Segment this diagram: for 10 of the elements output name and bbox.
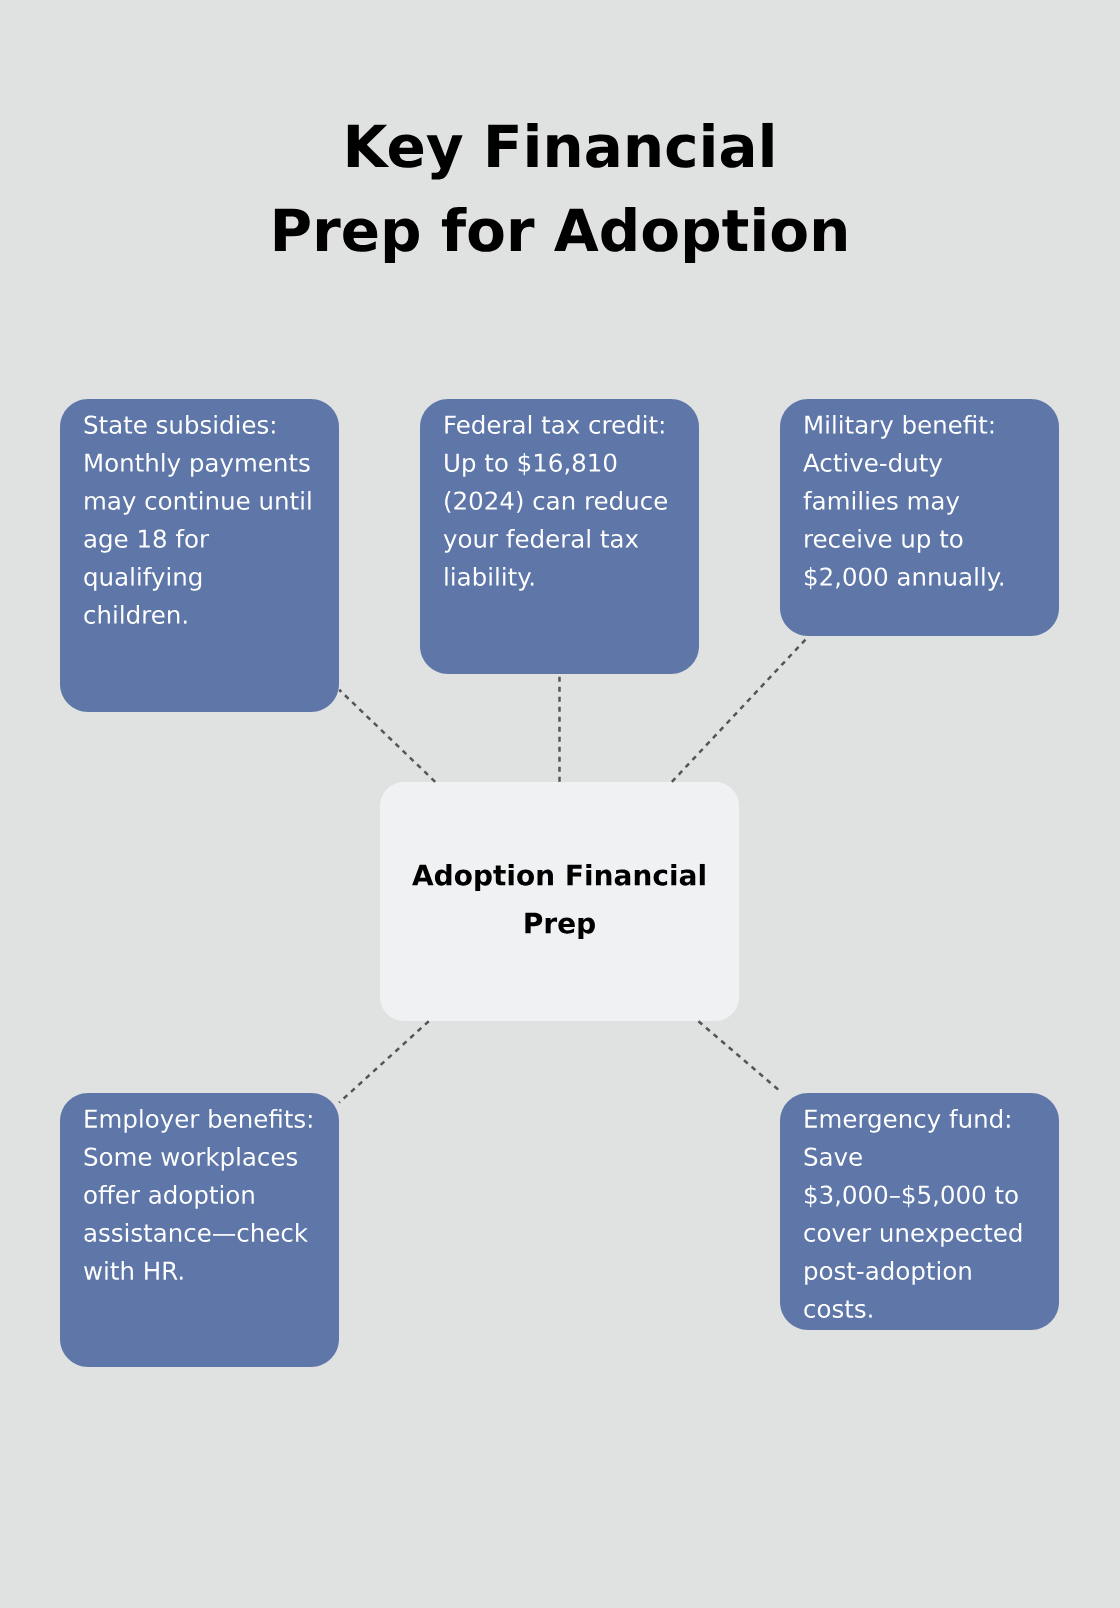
title: Key Financial Prep for Adoption (274, 122, 846, 264)
hub-box: Adoption Financial Prep (380, 782, 739, 1021)
info-box: Federal tax credit: Up to $16,810 (2024) can reduce your federal tax liability. (420, 399, 699, 674)
info-box: Employer benefits: Some workplaces offer adoption assistance—check with HR. (60, 1093, 339, 1367)
connector-line (338, 688, 437, 783)
connector-line (338, 1020, 430, 1104)
connector-line (558, 674, 561, 782)
info-box: State subsidies: Monthly payments may continue until age 18 for qualifying children. (60, 399, 339, 712)
info-box: Military benefit: Active-duty families may receive up to $2,000 annually. (780, 399, 1059, 636)
info-box: Emergency fund: Save $3,000–$5,000 to cover unexpected post-adoption costs. (780, 1093, 1059, 1330)
